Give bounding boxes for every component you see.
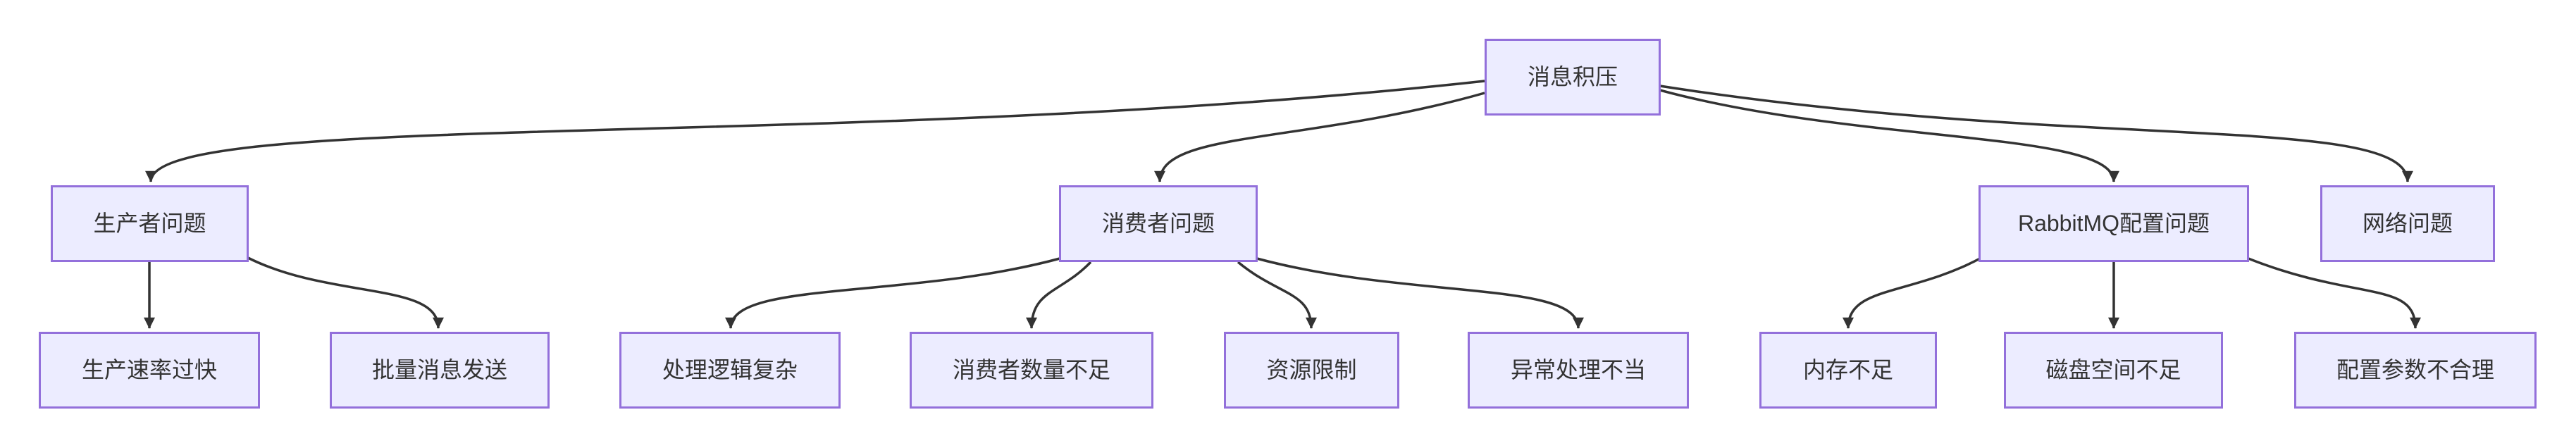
edge-consumer-to-consumer-count — [1026, 261, 1092, 329]
node-consumer-count-label: 消费者数量不足 — [952, 357, 1110, 383]
node-batch-send-label: 批量消息发送 — [371, 357, 507, 383]
node-logic-complex: 处理逻辑复杂 — [619, 332, 841, 409]
node-config-params: 配置参数不合理 — [2294, 332, 2537, 409]
node-resource-limit-label: 资源限制 — [1266, 357, 1357, 383]
edge-root-to-consumer — [1154, 92, 1485, 182]
edge-root-to-rabbitmq-config — [1659, 89, 2119, 182]
node-rabbitmq-config-label: RabbitMQ配置问题 — [2017, 211, 2210, 237]
edge-rabbitmq-config-to-memory — [1843, 257, 1981, 329]
node-producer-label: 生产者问题 — [93, 211, 206, 237]
node-root: 消息积压 — [1485, 39, 1661, 116]
node-memory-label: 内存不足 — [1802, 357, 1893, 383]
node-network-label: 网络问题 — [2362, 211, 2453, 237]
node-logic-complex-label: 处理逻辑复杂 — [662, 357, 798, 383]
node-consumer: 消费者问题 — [1059, 185, 1258, 262]
node-root-label: 消息积压 — [1527, 64, 1618, 90]
node-produce-rate: 生产速率过快 — [39, 332, 260, 409]
node-produce-rate-label: 生产速率过快 — [81, 357, 217, 383]
edge-root-to-producer — [145, 80, 1485, 182]
node-producer: 生产者问题 — [51, 185, 249, 262]
node-disk-space-label: 磁盘空间不足 — [2045, 357, 2181, 383]
edge-root-to-network — [1659, 85, 2413, 182]
edge-rabbitmq-config-to-config-params — [2248, 257, 2421, 329]
node-memory: 内存不足 — [1759, 332, 1937, 409]
edge-consumer-to-logic-complex — [725, 257, 1060, 329]
node-batch-send: 批量消息发送 — [330, 332, 550, 409]
node-exception-handling-label: 异常处理不当 — [1510, 357, 1646, 383]
node-network: 网络问题 — [2320, 185, 2495, 262]
node-consumer-label: 消费者问题 — [1101, 211, 1215, 237]
edge-producer-to-batch-send — [247, 256, 444, 329]
node-rabbitmq-config: RabbitMQ配置问题 — [1979, 185, 2249, 262]
node-consumer-count: 消费者数量不足 — [910, 332, 1153, 409]
node-exception-handling: 异常处理不当 — [1468, 332, 1689, 409]
node-disk-space: 磁盘空间不足 — [2004, 332, 2223, 409]
edge-consumer-to-resource-limit — [1237, 261, 1317, 329]
node-config-params-label: 配置参数不合理 — [2336, 357, 2494, 383]
edge-consumer-to-exception-handling — [1256, 257, 1584, 329]
node-resource-limit: 资源限制 — [1224, 332, 1399, 409]
